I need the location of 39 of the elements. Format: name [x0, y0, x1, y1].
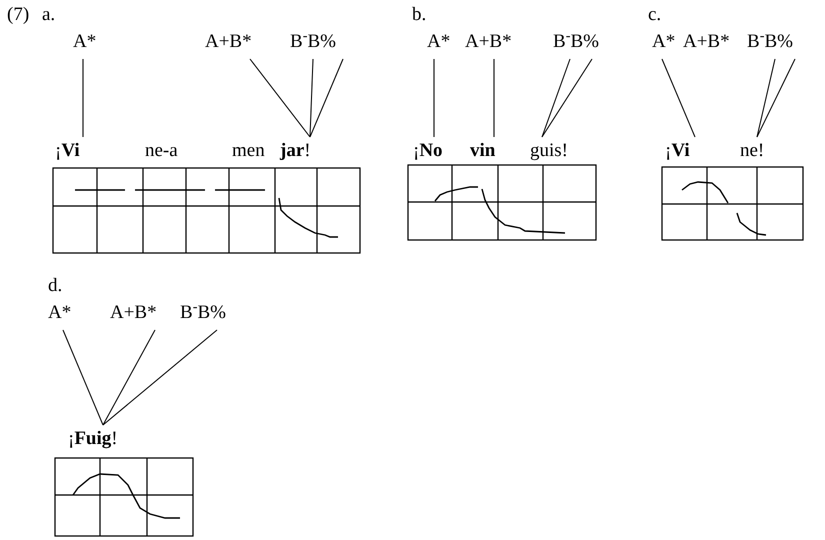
- tone-label: A+B*: [465, 31, 512, 53]
- tone-label: A*: [73, 31, 96, 53]
- connector-line: [310, 58, 344, 138]
- connector-line: [62, 330, 104, 426]
- tone-label: A+B*: [683, 31, 730, 53]
- tone-label: A+B*: [205, 31, 252, 53]
- syllable-text: ne-a: [145, 140, 178, 162]
- tone-label: A*: [48, 302, 72, 324]
- connector-line: [102, 330, 218, 426]
- connector-line: [756, 58, 796, 138]
- tone-label: B$^{-}$B%: [747, 31, 793, 53]
- connector-line: [102, 330, 156, 426]
- tone-label: A*: [427, 31, 450, 53]
- tone-label: B$^{-}$B%: [553, 31, 599, 53]
- connector-line: [82, 58, 84, 138]
- tone-label: A*: [652, 31, 676, 53]
- connector-line: [310, 58, 314, 138]
- example-label: a.: [42, 4, 56, 26]
- syllable-text: ne!: [740, 140, 764, 162]
- syllable-text: guis!: [530, 140, 568, 162]
- tone-label: B$^{-}$B%: [290, 31, 336, 53]
- connector-line: [542, 58, 570, 138]
- syllable-text: men: [232, 140, 265, 162]
- syllable-text: vin: [470, 140, 496, 162]
- syllable-text: ¡Vi: [665, 140, 690, 162]
- example-label: b.: [412, 4, 426, 26]
- syllable-text: jar!: [280, 140, 311, 162]
- example-label: c.: [648, 4, 662, 26]
- syllable-text: ¡No: [413, 140, 443, 162]
- tone-label: A+B*: [110, 302, 157, 324]
- example-label: (7): [7, 4, 30, 26]
- example-label: d.: [48, 275, 62, 297]
- connector-line: [662, 58, 696, 138]
- connector-line: [542, 58, 592, 138]
- connector-line: [250, 58, 310, 138]
- syllable-text: ¡Vi: [55, 140, 80, 162]
- connector-line: [756, 58, 776, 138]
- tone-label: B$^{-}$B%: [180, 302, 226, 324]
- syllable-text: ¡Fuig!: [68, 428, 118, 450]
